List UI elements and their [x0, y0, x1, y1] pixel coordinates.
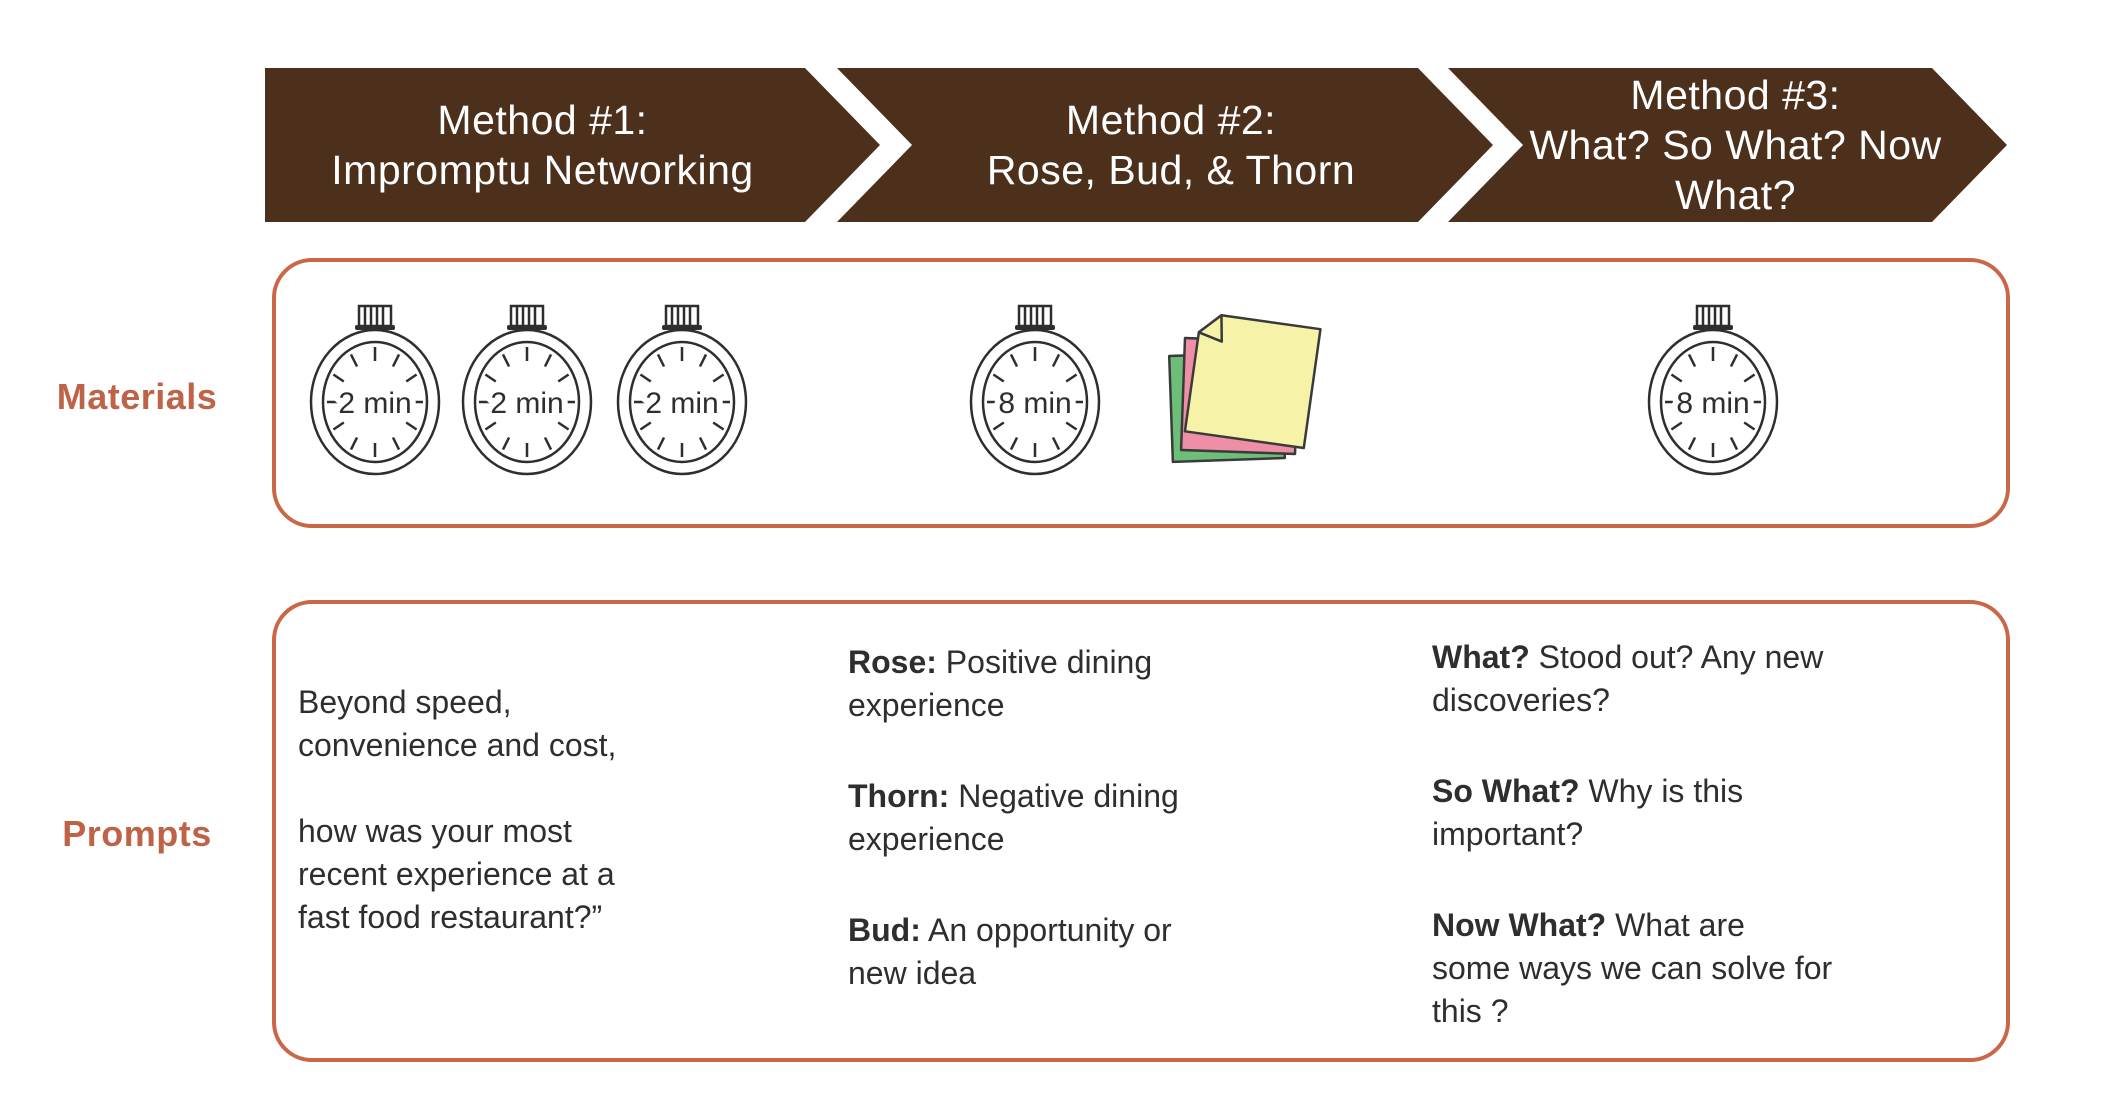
- prompts-row-label: Prompts: [62, 813, 212, 854]
- prompt-method-1: Beyond speed, convenience and cost, how …: [298, 681, 738, 939]
- prompt-item-text: An opportunity or new idea: [848, 912, 1172, 991]
- prompt-item-text: Positive dining experience: [848, 644, 1153, 723]
- prompt-item-now-what: Now What? What are some ways we can solv…: [1432, 904, 1944, 1033]
- prompt-item-so-what: So What? Why is this important?: [1432, 770, 1944, 856]
- stopwatch-icon: 2 min: [616, 304, 748, 476]
- stopwatch-icon: 2 min: [309, 304, 441, 476]
- prompt-item-text: Negative dining experience: [848, 778, 1179, 857]
- arrow-method-3: Method #3: What? So What? Now What?: [1448, 68, 2007, 222]
- arrow-method-3-label: Method #3: What? So What? Now What?: [1529, 72, 1942, 218]
- prompt-item-text: Stood out? Any new discoveries?: [1432, 639, 1824, 718]
- prompt-item-what: What? Stood out? Any new discoveries?: [1432, 636, 1944, 722]
- timer-label: 2 min: [490, 387, 563, 420]
- timer-label: 8 min: [998, 387, 1071, 420]
- prompt-item-lead: So What?: [1432, 773, 1580, 809]
- timer-label: 2 min: [338, 387, 411, 420]
- prompt-item-text: What are some ways we can solve for this…: [1432, 907, 1833, 1029]
- prompt-item-lead: Now What?: [1432, 907, 1607, 943]
- prompt-item-lead: What?: [1432, 639, 1530, 675]
- timer-label: 8 min: [1676, 387, 1749, 420]
- sticky-notes-icon: [1167, 314, 1322, 464]
- prompt-item-rose: Rose: Positive dining experience: [848, 641, 1318, 727]
- timer-label: 2 min: [645, 387, 718, 420]
- prompts-panel: [272, 600, 2010, 1062]
- arrow-method-2-label: Method #2: Rose, Bud, & Thorn: [986, 97, 1356, 193]
- prompt-item-lead: Rose:: [848, 644, 937, 680]
- prompt-item-text: Why is this important?: [1432, 773, 1744, 852]
- sticky-note-fold: [1197, 314, 1224, 343]
- prompt-item-lead: Thorn:: [848, 778, 950, 814]
- arrow-method-2: Method #2: Rose, Bud, & Thorn: [837, 68, 1493, 222]
- prompt-item-thorn: Thorn: Negative dining experience: [848, 775, 1318, 861]
- stopwatch-icon: 8 min: [969, 304, 1101, 476]
- stopwatch-icon: 2 min: [461, 304, 593, 476]
- arrow-method-1: Method #1: Impromptu Networking: [265, 68, 880, 222]
- materials-row-label: Materials: [56, 376, 218, 417]
- prompt-text: Beyond speed, convenience and cost, how …: [298, 684, 617, 935]
- prompt-method-2: Rose: Positive dining experience Thorn: …: [848, 641, 1318, 995]
- prompt-method-3: What? Stood out? Any new discoveries? So…: [1432, 636, 1944, 1033]
- arrow-method-1-label: Method #1: Impromptu Networking: [331, 97, 754, 193]
- stopwatch-icon: 8 min: [1647, 304, 1779, 476]
- sticky-note-yellow: [1183, 314, 1322, 450]
- prompt-item-lead: Bud:: [848, 912, 921, 948]
- prompt-item-bud: Bud: An opportunity or new idea: [848, 909, 1318, 995]
